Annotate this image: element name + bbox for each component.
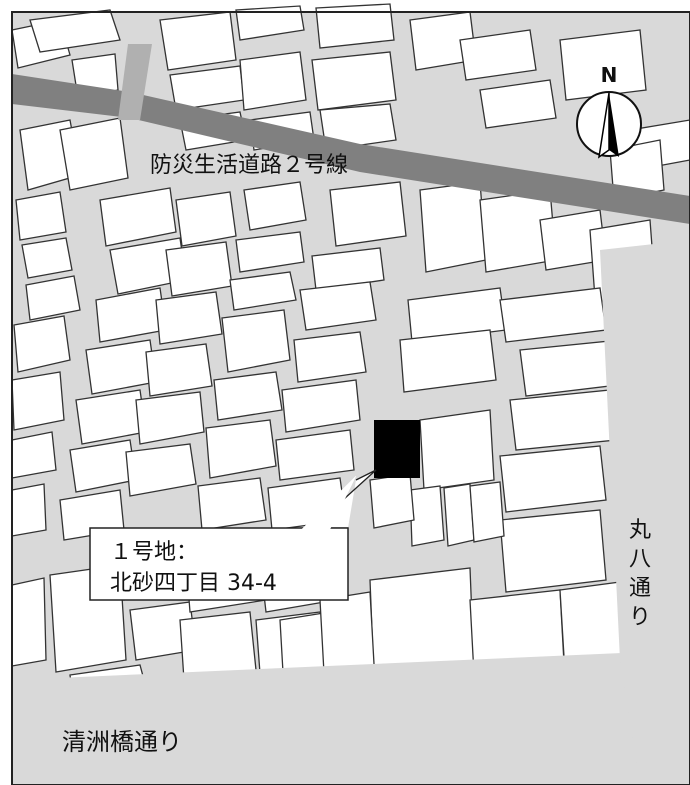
- maruhachi-street-label: 丸 八 通 り: [629, 518, 651, 630]
- svg-text:丸: 丸: [629, 518, 651, 543]
- side-street: [118, 44, 152, 120]
- maruhachi-street-area: [600, 240, 690, 785]
- disaster-road-label: 防災生活道路２号線: [150, 153, 348, 178]
- kiyosubashi-street-label: 清洲橋通り: [62, 728, 182, 756]
- map-frame: [11, 11, 690, 785]
- site-label-line2: 北砂四丁目 34-4: [110, 571, 277, 596]
- site-callout: [89, 469, 377, 601]
- disaster-prevention-road: [12, 74, 690, 224]
- svg-text:り: り: [629, 605, 651, 630]
- svg-text:八: 八: [629, 547, 651, 572]
- kiyosubashi-street-area: [12, 650, 690, 785]
- svg-text:通: 通: [629, 576, 651, 601]
- site-lot-1: [374, 420, 420, 478]
- north-label: N: [601, 63, 618, 87]
- site-label-line1: １号地：: [110, 540, 198, 565]
- north-arrow-icon: N: [576, 63, 642, 159]
